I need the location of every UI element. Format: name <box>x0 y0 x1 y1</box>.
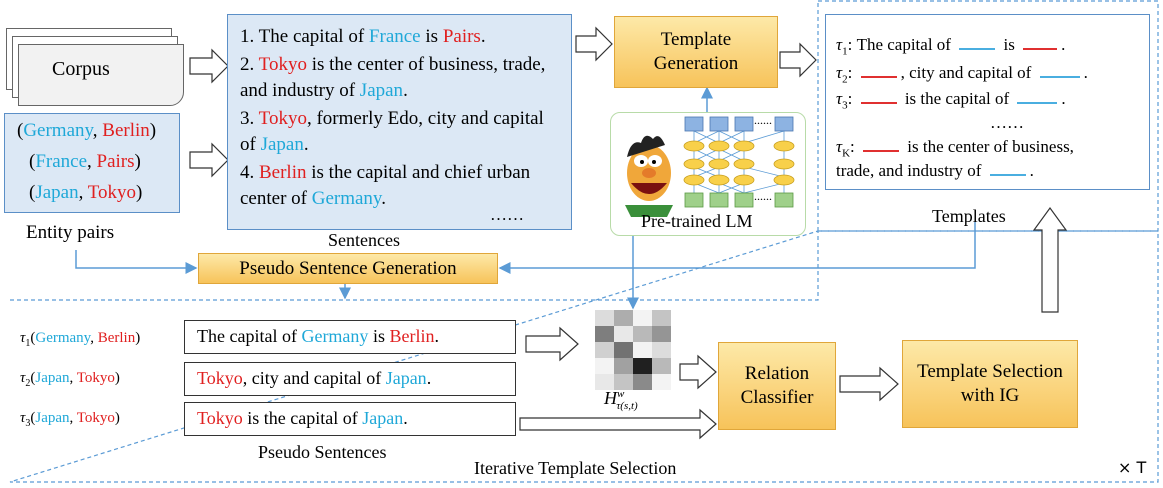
sentence-4-line-2: center of Germany. <box>240 188 386 209</box>
entity-pair-1-tail: Berlin <box>102 120 150 141</box>
template-k-line-2: trade, and industry of . <box>836 161 1034 180</box>
heatmap-svg <box>595 310 671 390</box>
entity-pair-3-tail: Tokyo <box>87 182 137 203</box>
heatmap <box>595 310 671 390</box>
sentences-box: 1. The capital of France is Pairs. 2. To… <box>227 14 572 230</box>
corpus-page-front <box>18 44 184 106</box>
entity-pair-3: (Japan, Tokyo) <box>29 182 143 203</box>
pseudo-sentence-generation-box: Pseudo Sentence Generation <box>198 253 498 284</box>
template-2: τ2: , city and capital of . <box>836 63 1088 86</box>
pseudo-sentence-3: Tokyo is the capital of Japan. <box>184 402 516 436</box>
entities-to-sentences-arrow <box>189 142 229 178</box>
corpus-to-sentences-arrow <box>189 48 229 84</box>
entity-pairs-box: (Germany, Berlin) (France, Pairs) (Japan… <box>4 113 180 213</box>
lm-caption: Pre-trained LM <box>641 211 753 231</box>
tg-to-templates-arrow <box>779 42 817 78</box>
lm-dots-top: ...... <box>754 113 772 127</box>
heatmap-cell <box>614 310 633 326</box>
entity-pair-1-head: Germany <box>23 120 93 141</box>
sentences-to-tg-arrow <box>575 26 613 62</box>
sentence-2-line-2: and industry of Japan. <box>240 80 408 101</box>
entity-pairs-caption: Entity pairs <box>26 222 115 243</box>
pseudo-row-1-label: τ1(Germany, Berlin) <box>20 330 141 349</box>
pseudo3-to-rc-arrow <box>519 408 717 440</box>
heatmap-cell <box>614 342 633 358</box>
template-generation-line-1: Template <box>660 29 732 50</box>
templates-to-psg-arrow <box>498 222 976 274</box>
entity-pair-2: (France, Pairs) <box>29 151 141 172</box>
sentences-ellipsis: …… <box>490 205 524 224</box>
template-selection-box: Template Selection with IG <box>902 340 1078 428</box>
sentence-4-line-1: 4. Berlin is the capital and chief urban <box>240 162 531 183</box>
entity-pair-1: (Germany, Berlin) <box>17 120 157 141</box>
relation-classifier-line-2: Classifier <box>740 387 814 408</box>
heatmap-cell <box>595 326 614 342</box>
heatmap-cell <box>652 374 671 390</box>
heatmap-cell <box>614 358 633 374</box>
template-generation-box: Template Generation <box>614 16 778 88</box>
heatmap-cell <box>614 326 633 342</box>
template-1: τ1: The capital of is . <box>836 35 1066 58</box>
heatmap-cell <box>633 310 652 326</box>
times-t-label: × T <box>1118 458 1147 477</box>
heatmap-cell <box>595 358 614 374</box>
sentence-2-line-1: 2. Tokyo is the center of business, trad… <box>240 54 546 75</box>
rc-to-ts-arrow <box>839 366 899 402</box>
templates-box: τ1: The capital of is . τ2: , city and c… <box>825 14 1150 190</box>
sentence-3-line-1: 3. Tokyo, formerly Edo, city and capital <box>240 108 544 129</box>
template-generation-line-2: Generation <box>653 53 739 74</box>
heatmap-cell <box>633 326 652 342</box>
relation-classifier-box: Relation Classifier <box>718 342 836 430</box>
relation-classifier-line-1: Relation <box>744 363 810 384</box>
pseudo-sentences-caption: Pseudo Sentences <box>258 442 387 462</box>
heatmap-cell <box>652 358 671 374</box>
heatmap-label: Hwτ(s,t) <box>604 388 638 412</box>
heatmap-cell <box>633 374 652 390</box>
entity-pair-2-tail: Pairs <box>96 151 135 172</box>
templates-caption: Templates <box>932 206 1006 226</box>
template-selection-line-1: Template Selection <box>917 361 1063 382</box>
heatmap-cell <box>652 342 671 358</box>
heatmap-cell <box>633 358 652 374</box>
heatmap-cell <box>652 310 671 326</box>
templates-dashed-region <box>817 0 1159 232</box>
lm-network-diagram <box>625 116 795 217</box>
lm-dots-bottom: ...... <box>754 189 772 203</box>
entity-to-psg-arrow <box>75 250 198 274</box>
iterative-template-selection-label: Iterative Template Selection <box>474 458 677 478</box>
heatmap-cell <box>595 342 614 358</box>
pseudo-row-3-label: τ3(Japan, Tokyo) <box>20 410 120 429</box>
heatmap-cell <box>595 310 614 326</box>
pseudo-sentence-1: The capital of Germany is Berlin. <box>184 320 516 354</box>
pseudo-row-2-label: τ2(Japan, Tokyo) <box>20 370 120 389</box>
sentence-3-line-2: of Japan. <box>240 134 309 155</box>
ts-to-templates-arrow <box>1032 206 1068 313</box>
heatmap-to-rc-arrow <box>679 354 717 390</box>
corpus-label: Corpus <box>52 58 110 80</box>
pseudo1-to-heatmap-arrow <box>525 326 579 362</box>
bert-puppet-icon <box>625 135 673 217</box>
entity-pair-3-head: Japan <box>35 182 79 203</box>
templates-ellipsis: …… <box>990 113 1024 132</box>
sentence-1: 1. The capital of France is Pairs. <box>240 26 486 47</box>
heatmap-cell <box>652 326 671 342</box>
pretrained-lm-box: ...... ...... Pre-trained LM <box>610 112 806 236</box>
heatmap-cell <box>614 374 633 390</box>
template-3: τ3: is the capital of . <box>836 89 1066 112</box>
pseudo-sentence-generation-label: Pseudo Sentence Generation <box>239 257 457 279</box>
entity-pair-2-head: France <box>35 151 88 172</box>
heatmap-cell <box>633 342 652 358</box>
sentences-caption: Sentences <box>328 230 400 250</box>
template-k-line-1: τK: is the center of business, <box>836 137 1074 160</box>
template-selection-line-2: with IG <box>960 385 1020 406</box>
heatmap-cell <box>595 374 614 390</box>
pseudo-sentence-2: Tokyo, city and capital of Japan. <box>184 362 516 396</box>
